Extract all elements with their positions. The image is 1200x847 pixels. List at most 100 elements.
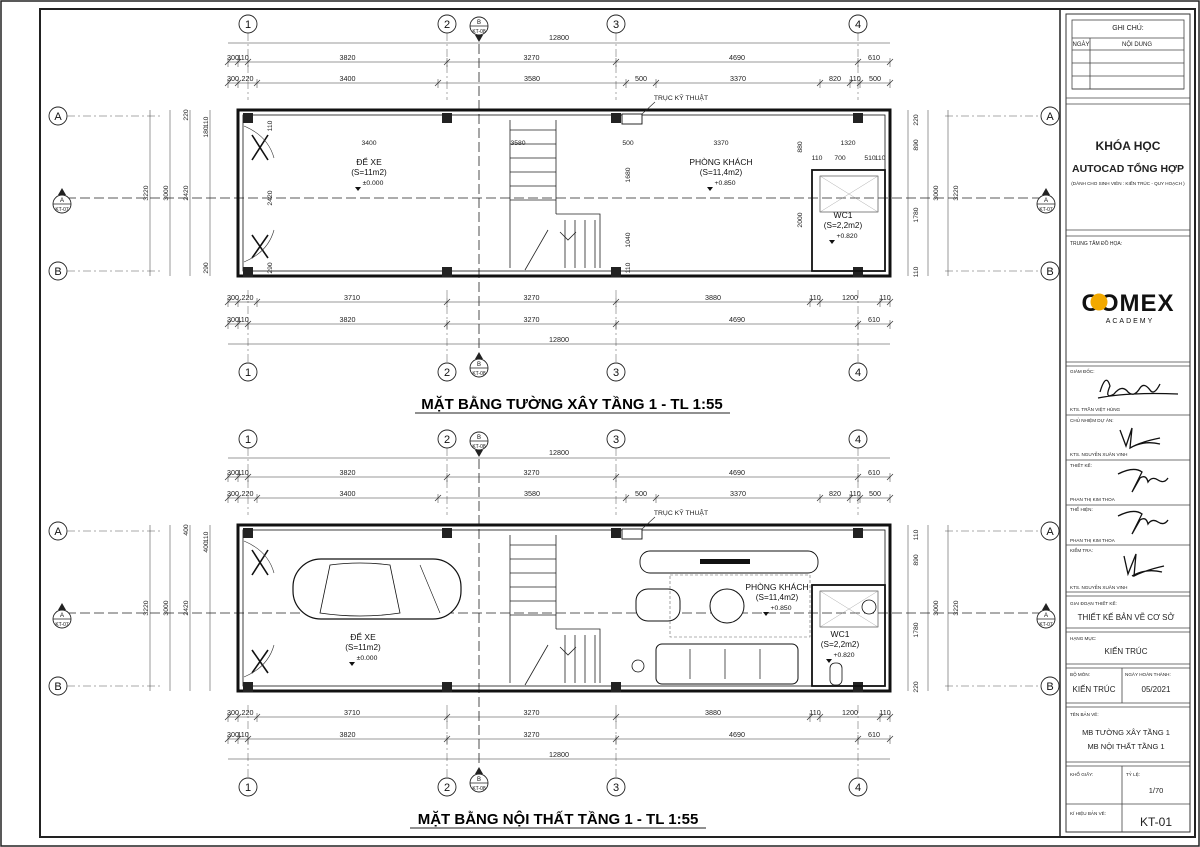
section-mark-code: KT-08 xyxy=(472,786,486,792)
stair-break-icon xyxy=(524,229,549,271)
axis-label-col: 2 xyxy=(444,367,450,379)
room-name: WC1 xyxy=(831,629,850,639)
toilet-icon xyxy=(829,662,843,686)
drawing-name-line2: MB NỘI THẤT TẦNG 1 xyxy=(1087,741,1164,751)
structural-column xyxy=(611,528,621,538)
axis-label-row: B xyxy=(54,681,61,693)
scale-value: 1/70 xyxy=(1149,786,1164,795)
axis-label-row: A xyxy=(1046,111,1054,123)
axis-label-col: 3 xyxy=(613,434,619,446)
logo-sub: ACADEMY xyxy=(1106,318,1155,325)
plan-title-furniture: MẶT BẰNG NỘI THẤT TẦNG 1 - TL 1:55 xyxy=(418,810,699,828)
phase-label: GIAI ĐOẠN THIẾT KẾ: xyxy=(1070,600,1117,606)
room-level: +0.820 xyxy=(837,233,858,240)
technical-shaft xyxy=(621,113,643,125)
gate-icon xyxy=(251,549,269,576)
dim-bottom-row2: 3270 xyxy=(524,730,540,739)
axis-label-row-bubble xyxy=(1040,676,1060,696)
dim-top-row2: 500 xyxy=(635,489,647,498)
dim-top-row2: 3580 xyxy=(524,489,540,498)
stair-arrow-icon xyxy=(559,231,577,241)
axis-label-row: A xyxy=(1046,526,1054,538)
axis-label-col: 1 xyxy=(245,782,251,794)
axis-label-row: B xyxy=(54,266,61,278)
car-detail xyxy=(419,564,441,614)
section-arrow-icon xyxy=(1042,188,1050,195)
dim-top-row2: 3370 xyxy=(730,489,746,498)
shower-diag xyxy=(819,175,879,213)
dim-right: 3000 xyxy=(933,600,940,615)
section-mark-letter: A xyxy=(1044,198,1048,204)
plant-icon xyxy=(631,659,645,673)
room-level: ±0.000 xyxy=(357,655,378,662)
axis-label-col: 2 xyxy=(444,782,450,794)
course-line3: (DÀNH CHO SINH VIÊN : KIẾN TRÚC - QUY HO… xyxy=(1071,179,1185,186)
room-level: +0.850 xyxy=(771,605,792,612)
dim-right: 1780 xyxy=(913,622,920,637)
item-value: KIẾN TRÚC xyxy=(1105,646,1148,656)
dim-top-row1: 610 xyxy=(868,468,880,477)
dim-right: 110 xyxy=(913,529,920,540)
dim-inner: 880 xyxy=(797,141,804,153)
section-mark-code: KT-08 xyxy=(472,29,486,35)
shaft-label: TRỤC KỸ THUẬT xyxy=(654,508,708,517)
shower-area xyxy=(819,590,879,628)
dim-bottom-row1: 3710 xyxy=(344,293,360,302)
dim-top-row1: 110 xyxy=(237,53,248,62)
dim-bottom-row1: 1200 xyxy=(842,293,858,302)
axis-label-col-bubble xyxy=(848,362,868,382)
room-name: PHÒNG KHÁCH xyxy=(689,157,752,167)
axis-label-col: 3 xyxy=(613,19,619,31)
dim-top-row2: 820 xyxy=(829,74,841,83)
stair-landing xyxy=(556,213,601,268)
dim-right: 110 xyxy=(913,266,920,277)
dim-bottom-row2: 110 xyxy=(237,730,248,739)
stair-landing xyxy=(556,628,601,683)
section-mark-code: KT-07 xyxy=(55,207,69,213)
structural-column xyxy=(611,682,621,692)
drafter-label: THỂ HIỆN: xyxy=(1070,505,1093,512)
level-marker-icon xyxy=(707,187,713,191)
room-level: +0.850 xyxy=(715,180,736,187)
room-name: ĐỂ XE xyxy=(350,631,376,642)
section-mark-code: KT-07 xyxy=(55,622,69,628)
dim-right: 3220 xyxy=(953,600,960,615)
dim-inner: 2000 xyxy=(797,212,804,227)
signature-director-icon xyxy=(1097,379,1179,399)
stair-arrow-icon xyxy=(559,646,577,656)
room-area: (S=11,4m2) xyxy=(756,593,799,602)
axis-label-row: B xyxy=(1046,266,1053,278)
structural-column xyxy=(611,113,621,123)
dim-bottom-row1: 3710 xyxy=(344,708,360,717)
dim-top-row2: 500 xyxy=(869,74,881,83)
door-arc-icon xyxy=(243,540,275,574)
dim-overall: 12800 xyxy=(549,33,569,42)
dim-bottom-row1: 110 xyxy=(879,708,890,717)
dim-inner: 700 xyxy=(834,155,846,162)
level-marker-icon xyxy=(349,662,355,666)
technical-shaft xyxy=(621,528,643,540)
car-roof-icon xyxy=(319,562,401,617)
signature-designer-icon xyxy=(1117,468,1169,493)
wc-wall xyxy=(811,169,886,272)
dim-top-row1: 110 xyxy=(237,468,248,477)
course-line2: AUTOCAD TỔNG HỢP xyxy=(1072,162,1184,175)
dim-top-row2: 3370 xyxy=(730,74,746,83)
sheet-code-value: KT-01 xyxy=(1140,815,1172,829)
dim-inner: 110 xyxy=(875,155,886,162)
section-mark-letter: B xyxy=(477,20,481,26)
dim-bottom-row1: 3880 xyxy=(705,293,721,302)
dim-bottom-row2: 3820 xyxy=(340,730,356,739)
notes-col-date: NGÀY xyxy=(1072,41,1089,48)
door-arc-icon xyxy=(243,125,275,159)
dim-top-row2: 820 xyxy=(829,489,841,498)
sofa-icon xyxy=(655,643,799,685)
axis-label-col: 2 xyxy=(444,434,450,446)
sheet-code-label: KÍ HIỆU BẢN VẼ: xyxy=(1070,809,1106,816)
car-icon xyxy=(292,558,462,620)
structural-column xyxy=(243,528,253,538)
structural-column xyxy=(243,267,253,277)
